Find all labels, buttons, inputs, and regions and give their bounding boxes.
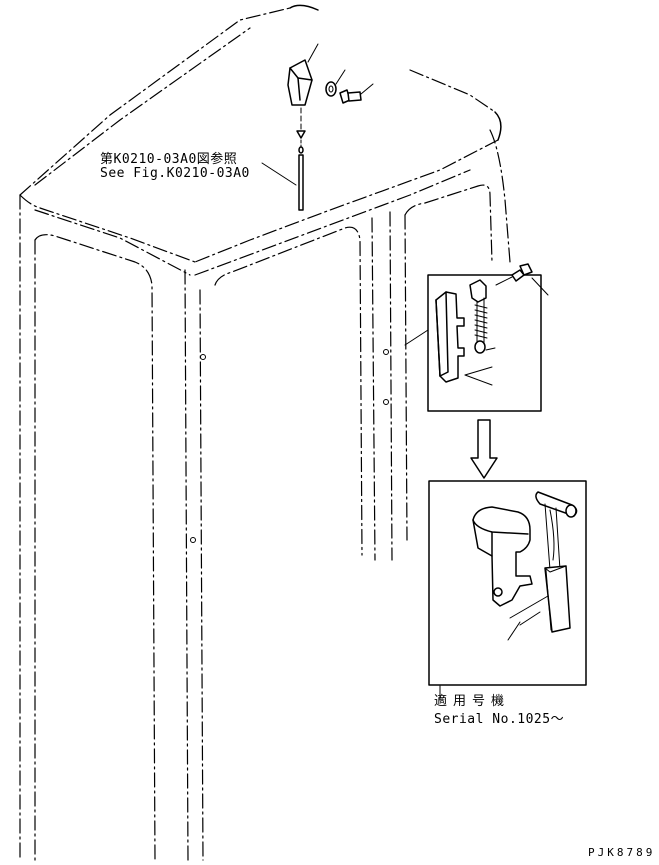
drawing-code: PJK8789 (588, 846, 656, 859)
serial-label-en: Serial No.1025～ (434, 712, 565, 727)
serial-label-jp: 適用号機 (434, 694, 511, 709)
reference-label-jp: 第K0210-03A0図参照 (100, 152, 238, 167)
reference-label-en: See Fig.K0210-03A0 (100, 166, 250, 181)
cab-left-frame (19, 129, 511, 861)
latch-detail-new (428, 480, 587, 686)
down-arrow-icon (470, 419, 498, 479)
cab-roof (19, 4, 502, 276)
latch-detail-old (404, 263, 549, 412)
roof-switch-assembly (261, 43, 374, 211)
